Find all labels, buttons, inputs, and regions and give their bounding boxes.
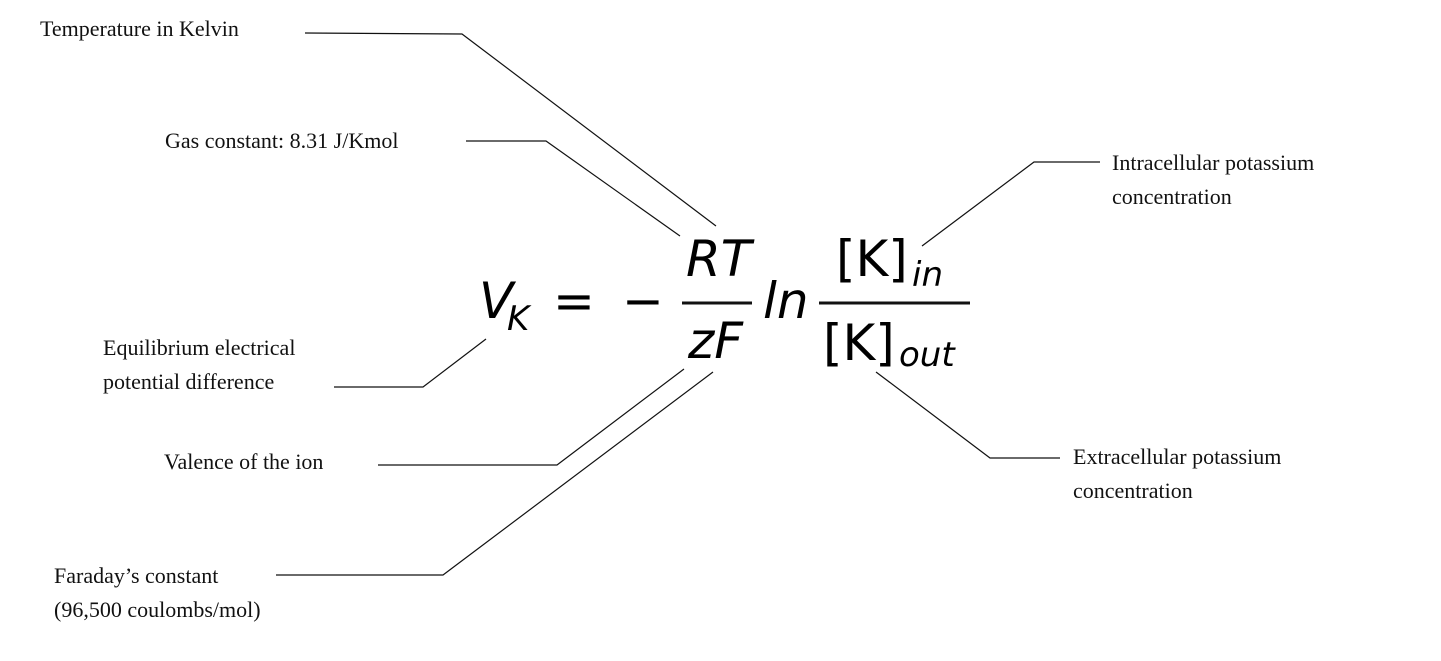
leader-temperature [304,32,717,227]
eq-numerator-rt: RT [686,230,752,288]
eq-numerator-k: [K] [836,230,908,288]
label-equilibrium-line2: potential difference [103,369,275,394]
label-extracellular-line2: concentration [1073,478,1193,503]
eq-denominator-k: [K] [823,314,895,372]
eq-numerator-sub-in: in [912,255,943,295]
eq-denominator-sub-out: out [899,335,955,375]
leader-valence [378,368,685,466]
label-intracellular-line2: concentration [1112,184,1232,209]
label-intracellular-line1: Intracellular potassium [1112,150,1315,175]
label-faraday-line1: Faraday’s constant [54,563,219,588]
label-equilibrium: Equilibrium electrical potential differe… [103,331,295,399]
label-faraday: Faraday’s constant (96,500 coulombs/mol) [54,559,261,627]
label-faraday-line2: (96,500 coulombs/mol) [54,597,261,622]
leader-extracellular [875,371,1060,459]
label-gas-constant: Gas constant: 8.31 J/Kmol [165,128,399,153]
leader-intracellular [921,161,1100,247]
eq-lhs-variable: V [479,272,514,330]
label-valence: Valence of the ion [164,449,324,474]
label-equilibrium-line1: Equilibrium electrical [103,335,296,360]
leader-gas-constant [466,140,681,237]
eq-ln: ln [763,272,809,330]
eq-lhs-subscript: K [507,299,530,339]
eq-equals: = [553,272,595,330]
leader-equilibrium [334,338,487,388]
leader-faraday [276,371,714,576]
eq-minus: − [622,272,664,330]
label-temperature: Temperature in Kelvin [40,16,239,41]
label-extracellular-line1: Extracellular potassium [1073,444,1282,469]
label-intracellular: Intracellular potassium concentration [1112,146,1314,214]
label-extracellular: Extracellular potassium concentration [1073,440,1281,508]
eq-denominator-zf: zF [688,312,744,370]
